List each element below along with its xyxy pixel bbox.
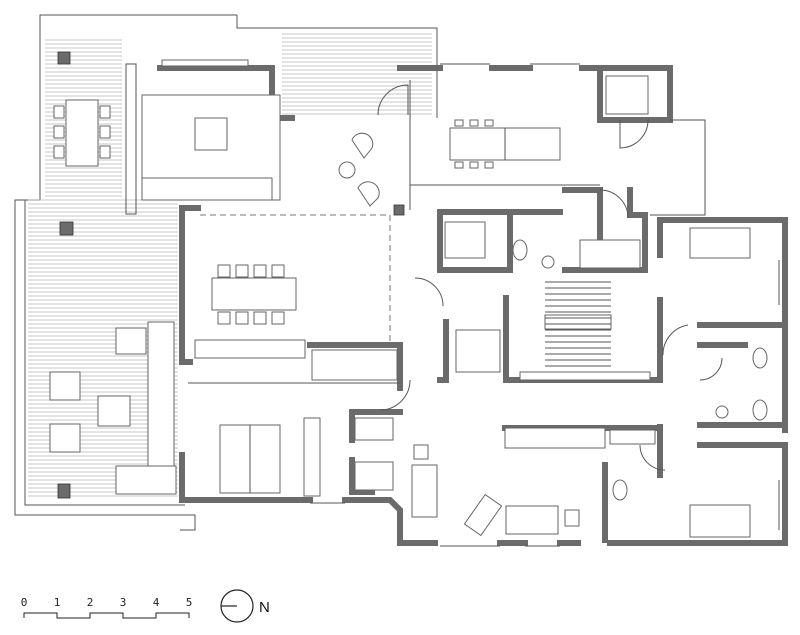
scale-label: 3 — [120, 596, 127, 609]
kitchen — [410, 119, 600, 186]
dining-table — [194, 264, 306, 359]
elevator — [455, 329, 501, 373]
glazing — [188, 63, 780, 547]
stair-landing — [519, 371, 651, 381]
outdoor-dining-table — [53, 99, 111, 167]
staircase — [544, 281, 612, 367]
scale-label: 0 — [21, 596, 28, 609]
outdoor-lounge — [49, 321, 177, 495]
column — [57, 483, 71, 499]
living-room — [411, 427, 606, 537]
dining-zone-boundary — [200, 214, 391, 345]
elevator-top — [605, 75, 649, 115]
north-arrow-icon — [220, 589, 254, 623]
doors — [377, 84, 723, 471]
lounge-room — [125, 59, 295, 215]
terrace-outline — [14, 14, 237, 531]
scale-label: 2 — [87, 596, 94, 609]
scale-bar: 0 1 2 3 4 5 — [21, 596, 193, 619]
column — [393, 204, 405, 216]
terrace-decking-top — [282, 33, 432, 115]
column — [59, 221, 74, 236]
scale-label: 5 — [186, 596, 193, 609]
bedroom-left — [219, 349, 398, 497]
lounge-chairs — [338, 132, 380, 207]
scale-label: 1 — [54, 596, 61, 609]
bedrooms-right — [689, 227, 751, 538]
north-label: N — [259, 599, 270, 616]
terrace-outline-top — [236, 15, 438, 118]
column — [57, 51, 71, 65]
bathrooms — [444, 221, 768, 501]
scale-label: 4 — [153, 596, 160, 609]
terrace-inner-line — [24, 200, 185, 506]
